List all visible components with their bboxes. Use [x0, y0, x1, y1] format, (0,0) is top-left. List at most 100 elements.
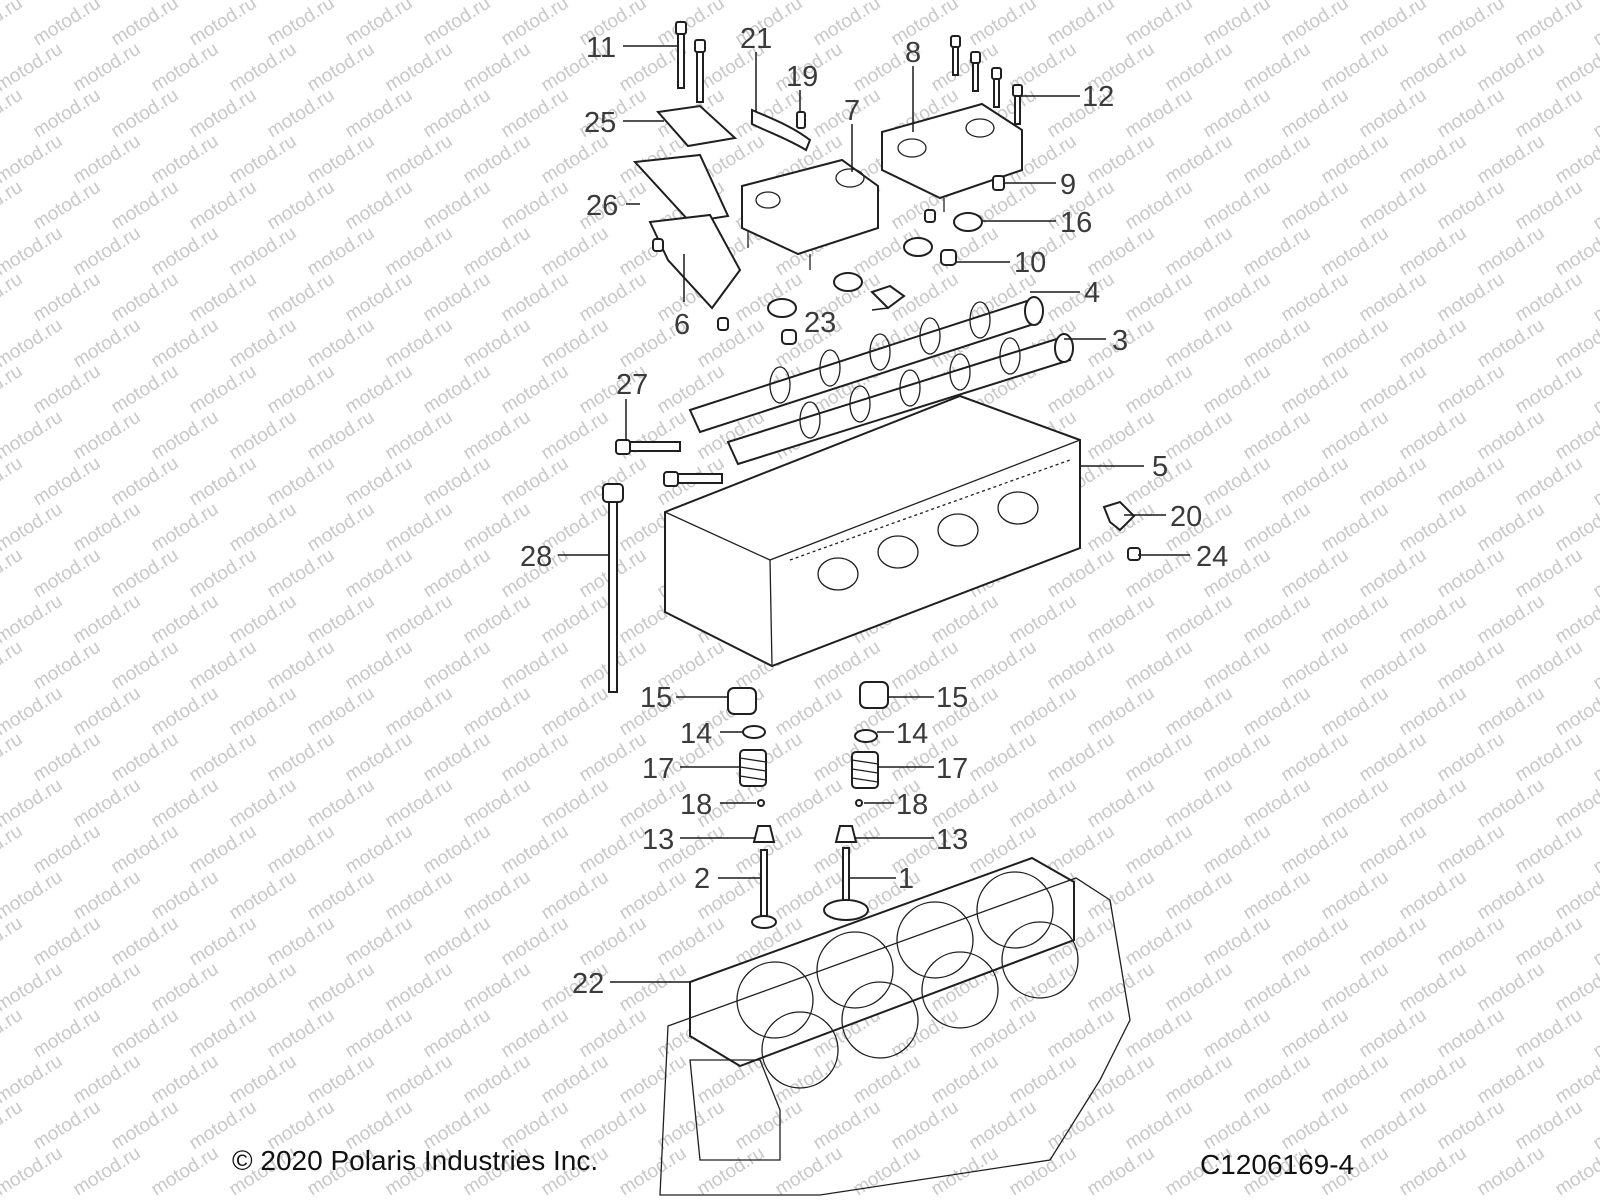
watermark-text: motod.ru	[1590, 913, 1600, 971]
watermark-text: motod.ru	[0, 85, 26, 143]
watermark-text: motod.ru	[1356, 545, 1431, 603]
callout-4: 4	[1084, 277, 1100, 309]
watermark-text: motod.ru	[1240, 683, 1315, 741]
watermark-text: motod.ru	[498, 361, 573, 419]
watermark-text: motod.ru	[616, 1051, 691, 1109]
valve-seal-13	[752, 825, 776, 843]
watermark-text: motod.ru	[186, 637, 261, 695]
watermark-text: motod.ru	[108, 637, 183, 695]
watermark-text: motod.ru	[498, 0, 573, 50]
watermark-text: motod.ru	[498, 85, 573, 143]
watermark-text: motod.ru	[148, 223, 223, 281]
callout-27: 27	[616, 369, 648, 401]
watermark-text: motod.ru	[420, 453, 495, 511]
watermark-text: motod.ru	[0, 361, 26, 419]
watermark-text: motod.ru	[0, 1097, 26, 1155]
watermark-text: motod.ru	[772, 775, 847, 833]
valve-2	[751, 849, 777, 929]
callout-18-right: 18	[896, 789, 928, 821]
watermark-text: motod.ru	[1396, 499, 1471, 557]
watermark-text: motod.ru	[226, 959, 301, 1017]
watermark-text: motod.ru	[1318, 867, 1393, 925]
watermark-text: motod.ru	[1512, 821, 1587, 879]
watermark-text: motod.ru	[1512, 453, 1587, 511]
watermark-text: motod.ru	[538, 591, 613, 649]
watermark-text: motod.ru	[1434, 913, 1509, 971]
watermark-text: motod.ru	[538, 407, 613, 465]
watermark-text: motod.ru	[1474, 775, 1549, 833]
watermark-text: motod.ru	[1240, 591, 1315, 649]
watermark-text: motod.ru	[70, 499, 145, 557]
watermark-text: motod.ru	[498, 269, 573, 327]
watermark-text: motod.ru	[264, 453, 339, 511]
callout-6: 6	[674, 309, 690, 341]
watermark-text: motod.ru	[1200, 0, 1275, 50]
camshaft-4	[688, 296, 1044, 434]
watermark-text: motod.ru	[1278, 545, 1353, 603]
watermark-text: motod.ru	[186, 269, 261, 327]
watermark-text: motod.ru	[186, 0, 261, 50]
watermark-text: motod.ru	[1240, 39, 1315, 97]
watermark-text: motod.ru	[1240, 407, 1315, 465]
watermark-text: motod.ru	[1434, 1005, 1509, 1063]
watermark-text: motod.ru	[1356, 637, 1431, 695]
watermark-text: motod.ru	[1434, 545, 1509, 603]
watermark-text: motod.ru	[1084, 591, 1159, 649]
watermark-text: motod.ru	[0, 1143, 66, 1200]
watermark-text: motod.ru	[616, 867, 691, 925]
watermark-text: motod.ru	[420, 361, 495, 419]
watermark-text: motod.ru	[148, 1143, 223, 1200]
watermark-text: motod.ru	[1084, 867, 1159, 925]
watermark-text: motod.ru	[1434, 1097, 1509, 1155]
watermark-text: motod.ru	[616, 959, 691, 1017]
watermark-text: motod.ru	[1356, 913, 1431, 971]
watermark-text: motod.ru	[108, 177, 183, 235]
watermark-text: motod.ru	[382, 131, 457, 189]
valve-seal-13b	[834, 825, 858, 843]
bolt-19	[796, 111, 806, 129]
watermark-text: motod.ru	[186, 361, 261, 419]
watermark-text: motod.ru	[304, 683, 379, 741]
callout-14-left: 14	[680, 718, 712, 750]
watermark-text: motod.ru	[342, 453, 417, 511]
watermark-text: motod.ru	[0, 729, 26, 787]
watermark-text: motod.ru	[1512, 545, 1587, 603]
callout-21: 21	[740, 23, 772, 55]
watermark-text: motod.ru	[1552, 1143, 1600, 1200]
watermark-text: motod.ru	[1396, 315, 1471, 373]
callout-13-left: 13	[642, 824, 674, 856]
watermark-text: motod.ru	[1122, 821, 1197, 879]
nut-small	[781, 329, 797, 345]
watermark-text: motod.ru	[1474, 315, 1549, 373]
watermark-text: motod.ru	[226, 315, 301, 373]
watermark-text: motod.ru	[148, 499, 223, 557]
watermark-text: motod.ru	[966, 0, 1041, 50]
watermark-text: motod.ru	[226, 867, 301, 925]
callout-labels: 11 21 19 8 12 25 7 26 9 16 10 4 6 23 3 2…	[520, 23, 1228, 1000]
watermark-text: motod.ru	[70, 959, 145, 1017]
watermark-text: motod.ru	[1512, 637, 1587, 695]
watermark-text: motod.ru	[1278, 729, 1353, 787]
camshaft-3	[726, 333, 1074, 466]
watermark-text: motod.ru	[1006, 1051, 1081, 1109]
watermark-text: motod.ru	[148, 315, 223, 373]
watermark-text: motod.ru	[1474, 591, 1549, 649]
watermark-text: motod.ru	[30, 361, 105, 419]
cylinder-head-5	[664, 394, 1081, 668]
watermark-text: motod.ru	[420, 85, 495, 143]
watermark-text: motod.ru	[342, 0, 417, 50]
watermark-text: motod.ru	[1474, 1051, 1549, 1109]
watermark-text: motod.ru	[1590, 85, 1600, 143]
watermark-text: motod.ru	[538, 683, 613, 741]
watermark-text: motod.ru	[1318, 39, 1393, 97]
watermark-text: motod.ru	[186, 453, 261, 511]
tappet-15b	[859, 681, 889, 709]
watermark-text: motod.ru	[1084, 131, 1159, 189]
watermark-text: motod.ru	[1278, 453, 1353, 511]
cam-carrier-7	[741, 158, 879, 270]
watermark-text: motod.ru	[226, 223, 301, 281]
watermark-text: motod.ru	[1278, 269, 1353, 327]
watermark-text: motod.ru	[654, 913, 729, 971]
watermark-text: motod.ru	[342, 1005, 417, 1063]
watermark-text: motod.ru	[772, 1051, 847, 1109]
